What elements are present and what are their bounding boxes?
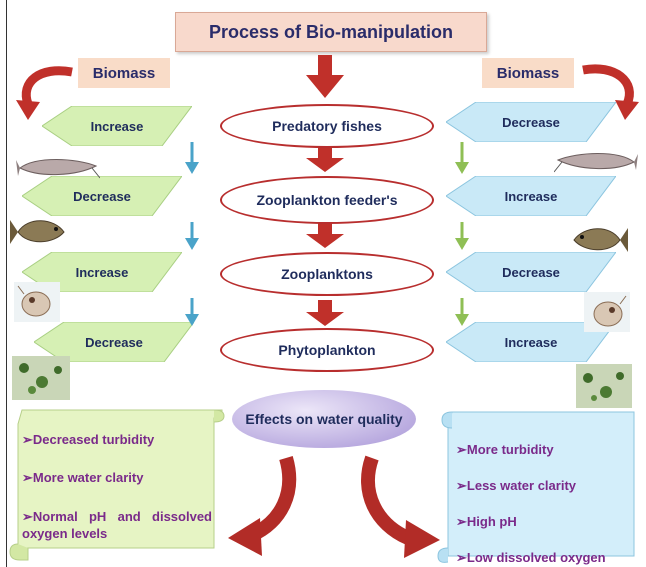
left-rule xyxy=(6,0,7,567)
left-diamond-1: Increase xyxy=(42,106,192,146)
center-arrows xyxy=(306,55,344,326)
node-zooplanktons: Zooplanktons xyxy=(220,252,434,296)
right-down-arrows xyxy=(455,142,469,326)
left-curved-arrow-icon xyxy=(16,66,73,120)
right-curved-arrow-icon xyxy=(582,64,639,120)
right-diamond-3: Decrease xyxy=(446,252,616,292)
right-effect-4: ➢Low dissolved oxygen xyxy=(456,550,606,565)
node-zooplankton-feeders: Zooplankton feeder's xyxy=(220,176,434,224)
catfish-image-left xyxy=(16,159,100,179)
zooplankton-image-right xyxy=(584,292,630,332)
node-phytoplankton: Phytoplankton xyxy=(220,328,434,372)
node-predatory-fishes: Predatory fishes xyxy=(220,104,434,148)
left-effects-list: ➢Decreased turbidity ➢More water clarity… xyxy=(22,432,212,542)
right-diamond-2: Increase xyxy=(446,176,616,216)
right-scroll-bg xyxy=(437,411,635,563)
right-effects-list: ➢More turbidity ➢Less water clarity ➢Hig… xyxy=(456,442,632,566)
left-effect-3: ➢Normal pH and dissolved oxygen levels xyxy=(22,509,212,541)
zooplankton-image-left xyxy=(14,282,60,322)
right-biomass-header: Biomass xyxy=(482,58,574,88)
effects-bubble: Effects on water quality xyxy=(232,390,416,448)
left-down-arrows xyxy=(185,142,199,326)
curved-arrow-to-left-icon xyxy=(228,456,297,556)
phytoplankton-image-right xyxy=(576,364,632,408)
right-effect-1: ➢More turbidity xyxy=(456,442,554,457)
right-effect-3: ➢High pH xyxy=(456,514,517,529)
left-diamond-4: Decrease xyxy=(34,322,194,362)
phytoplankton-image-left xyxy=(12,356,70,400)
left-diamond-2: Decrease xyxy=(22,176,182,216)
right-effect-2: ➢Less water clarity xyxy=(456,478,577,493)
left-effect-2: ➢More water clarity xyxy=(22,470,144,485)
left-scroll-bg xyxy=(9,409,225,561)
left-effect-1: ➢Decreased turbidity xyxy=(22,432,155,447)
right-diamond-4: Increase xyxy=(446,322,616,362)
diagram-title: Process of Bio-manipulation xyxy=(175,12,487,52)
catfish-image-right xyxy=(554,153,638,173)
curved-arrow-to-right-icon xyxy=(361,455,440,558)
fish-image-right xyxy=(573,228,628,252)
fish-image-left xyxy=(10,220,65,244)
left-biomass-header: Biomass xyxy=(78,58,170,88)
right-diamond-1: Decrease xyxy=(446,102,616,142)
